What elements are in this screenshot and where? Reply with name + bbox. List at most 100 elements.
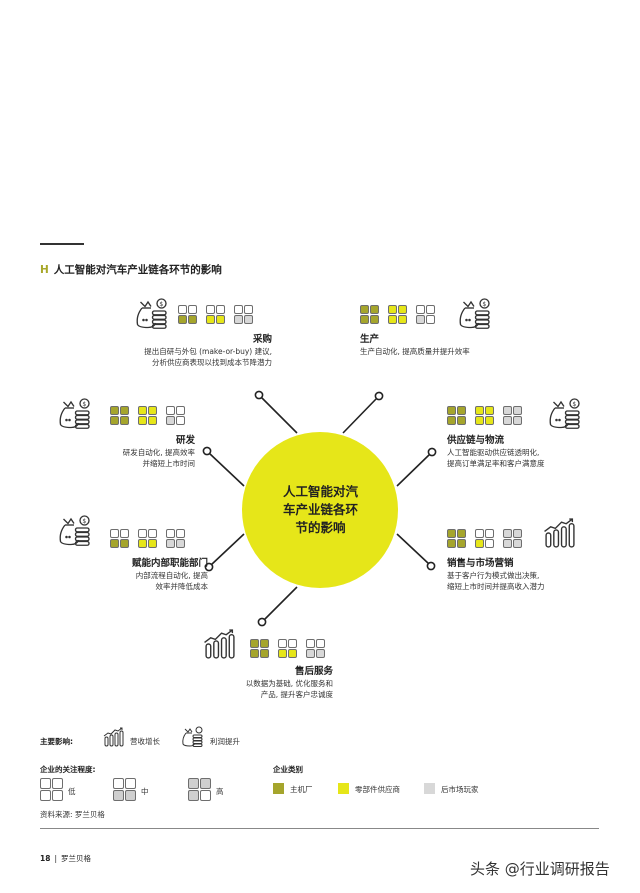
node-description: 缩短上市时间并提高收入潜力 <box>447 582 545 591</box>
grid-cell-filled <box>485 416 494 425</box>
node-description: 产品, 提升客户忠诚度 <box>260 690 333 699</box>
impact-legend-label: 主要影响: <box>40 737 73 746</box>
grid-cell-empty <box>110 529 119 538</box>
grid-cell-filled <box>398 305 407 314</box>
figure-title-text: 人工智能对汽车产业链各环节的影响 <box>53 264 222 276</box>
grid-cell-filled <box>503 539 512 548</box>
focus-grid-oem <box>447 529 466 548</box>
node-text: 赋能内部职能部门内部流程自动化, 提高效率并降低成本 <box>132 558 208 592</box>
grid-cell-filled <box>260 639 269 648</box>
grid-cell-filled <box>447 416 456 425</box>
focus-grid-oem <box>360 305 379 324</box>
node-description: 以数据为基础, 优化服务和 <box>245 679 333 688</box>
grid-cell-filled <box>138 406 147 415</box>
node-title: 生产 <box>360 334 380 345</box>
node-text: 采购提出自研与外包 (make-or-buy) 建议,分析供应商表现以找到成本节… <box>144 334 272 368</box>
node-text: 生产生产自动化, 提高质量并提升效率 <box>360 334 470 357</box>
grid-cell-empty <box>176 529 185 538</box>
node-description: 内部流程自动化, 提高 <box>135 571 208 580</box>
grid-cell-empty <box>188 305 197 314</box>
grid-cell-empty <box>40 790 51 801</box>
grid-cell-filled <box>260 649 269 658</box>
focus-grid-aftermarket <box>306 639 325 658</box>
grid-cell-empty <box>244 305 253 314</box>
grid-cell-filled <box>148 406 157 415</box>
grid-cell-filled <box>513 539 522 548</box>
grid-cell-filled <box>250 639 259 648</box>
grid-cell-empty <box>416 305 425 314</box>
focus-grids <box>110 406 185 425</box>
grid-cell-filled <box>475 406 484 415</box>
grid-cell-empty <box>200 790 211 801</box>
category-swatch-supplier <box>338 783 349 794</box>
grid-cell-filled <box>120 539 129 548</box>
svg-text:$: $ <box>159 301 163 308</box>
page-footer: 18|罗兰贝格 <box>40 853 91 864</box>
grid-cell-empty <box>166 406 175 415</box>
hub-line-2: 车产业链各环 <box>282 502 358 517</box>
grid-cell-filled <box>388 315 397 324</box>
focus-grid-supplier <box>138 529 157 548</box>
node-title: 赋能内部职能部门 <box>131 558 208 569</box>
money-bag-icon: $ <box>56 397 92 435</box>
grid-cell-empty <box>120 529 129 538</box>
grid-cell-filled <box>148 539 157 548</box>
focus-level-label: 中 <box>141 787 149 796</box>
node-text: 研发研发自动化, 提高效率并缩短上市时间 <box>123 435 195 469</box>
focus-grid-supplier <box>206 305 225 324</box>
focus-level-label: 高 <box>216 787 224 796</box>
grid-cell-filled <box>475 539 484 548</box>
focus-grid-aftermarket <box>166 529 185 548</box>
grid-cell-filled <box>166 539 175 548</box>
focus-grid-supplier <box>475 406 494 425</box>
grid-cell-filled <box>370 305 379 314</box>
grid-cell-empty <box>475 529 484 538</box>
grid-cell-empty <box>176 416 185 425</box>
node-title: 销售与市场营销 <box>447 558 514 569</box>
grid-cell-filled <box>503 406 512 415</box>
node-description: 研发自动化, 提高效率 <box>122 448 195 457</box>
grid-cell-filled <box>288 649 297 658</box>
node-description: 生产自动化, 提高质量并提升效率 <box>360 347 470 356</box>
focus-grids <box>178 305 253 324</box>
category-label: 后市场玩家 <box>441 785 479 794</box>
focus-grid-aftermarket <box>166 406 185 425</box>
grid-cell-filled <box>250 649 259 658</box>
node-description: 提高订单满足率和客户满意度 <box>447 459 545 468</box>
category-label: 零部件供应商 <box>355 785 400 794</box>
grid-cell-filled <box>457 416 466 425</box>
page-number: 18 <box>40 854 51 863</box>
grid-cell-filled <box>360 315 369 324</box>
grid-cell-empty <box>426 315 435 324</box>
grid-cell-filled <box>188 315 197 324</box>
grid-cell-filled <box>188 778 199 789</box>
grid-cell-filled <box>475 416 484 425</box>
node-description: 提出自研与外包 (make-or-buy) 建议, <box>144 347 272 356</box>
grid-cell-filled <box>447 539 456 548</box>
grid-cell-empty <box>52 790 63 801</box>
grid-cell-filled <box>503 529 512 538</box>
svg-text:$: $ <box>482 301 486 308</box>
money-bag-icon: $ <box>546 397 582 435</box>
grid-cell-filled <box>278 649 287 658</box>
grid-cell-empty <box>206 305 215 314</box>
grid-cell-empty <box>138 529 147 538</box>
category-legend-label: 企业类别 <box>273 765 303 774</box>
category-label: 主机厂 <box>290 785 313 794</box>
focus-grids <box>447 529 522 548</box>
grid-cell-filled <box>398 315 407 324</box>
source-note: 资料来源: 罗兰贝格 <box>40 810 105 819</box>
node-description: 分析供应商表现以找到成本节降潜力 <box>152 358 272 367</box>
grid-cell-filled <box>370 315 379 324</box>
focus-level-label: 低 <box>68 787 76 796</box>
grid-cell-filled <box>176 539 185 548</box>
focus-grid-supplier <box>388 305 407 324</box>
focus-legend-label: 企业的关注程度: <box>40 765 96 774</box>
grid-cell-empty <box>288 639 297 648</box>
grid-cell-filled <box>244 315 253 324</box>
focus-grid-aftermarket <box>416 305 435 324</box>
focus-grid-legend-2 <box>188 778 211 801</box>
focus-grid-supplier <box>138 406 157 425</box>
